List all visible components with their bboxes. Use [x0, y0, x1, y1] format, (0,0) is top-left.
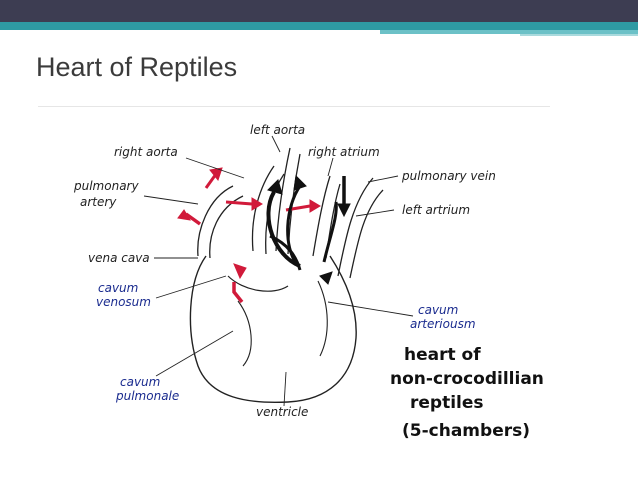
oxygenated-flow-arrows	[266, 174, 351, 285]
label-pulmonary-vein: pulmonary vein	[401, 169, 496, 183]
label-pulmonary-artery-line2: artery	[80, 195, 117, 209]
label-cavum-pulmonale-line1: cavum	[120, 375, 160, 389]
label-cavum-arteriosum-line2: arteriousm	[410, 317, 476, 331]
cavum-arteriosum-wall	[317, 280, 328, 357]
label-vena-cava: vena cava	[88, 251, 150, 265]
slide-accent-stripe-faint	[520, 34, 638, 36]
slide-title: Heart of Reptiles	[36, 52, 238, 82]
pulmonary-vein-vessel	[337, 177, 384, 279]
label-cavum-venosum-line2: venosum	[96, 295, 151, 309]
pulmonary-artery-vessel	[197, 185, 244, 259]
label-leader-lines	[143, 135, 414, 407]
note-line4: (5-chambers)	[402, 421, 530, 441]
label-left-atrium: left artrium	[402, 203, 470, 217]
inner-chamber-line	[237, 300, 252, 367]
diagram-panel	[38, 106, 550, 453]
deoxygenated-flow-arrows	[177, 167, 321, 304]
note-line2: non-crocodillian	[390, 369, 544, 389]
label-ventricle: ventricle	[256, 405, 308, 419]
label-left-aorta: left aorta	[250, 123, 305, 137]
ventricle-septum	[227, 275, 289, 292]
slide-top-bar	[0, 0, 638, 22]
slide-accent-stripe	[0, 22, 638, 30]
label-pulmonary-artery-line1: pulmonary	[73, 179, 139, 193]
heart-outline	[189, 255, 357, 404]
label-cavum-venosum-line1: cavum	[98, 281, 138, 295]
slide-accent-stripe-light	[380, 30, 638, 34]
label-right-aorta: right aorta	[114, 145, 178, 159]
label-right-atrium: right atrium	[308, 145, 380, 159]
note-line1: heart of	[404, 345, 481, 365]
heart-diagram: left aorta right aorta right atrium pulm…	[73, 123, 544, 441]
label-cavum-pulmonale-line2: pulmonale	[115, 389, 179, 403]
label-cavum-arteriosum-line1: cavum	[418, 303, 458, 317]
note-line3: reptiles	[410, 393, 484, 413]
